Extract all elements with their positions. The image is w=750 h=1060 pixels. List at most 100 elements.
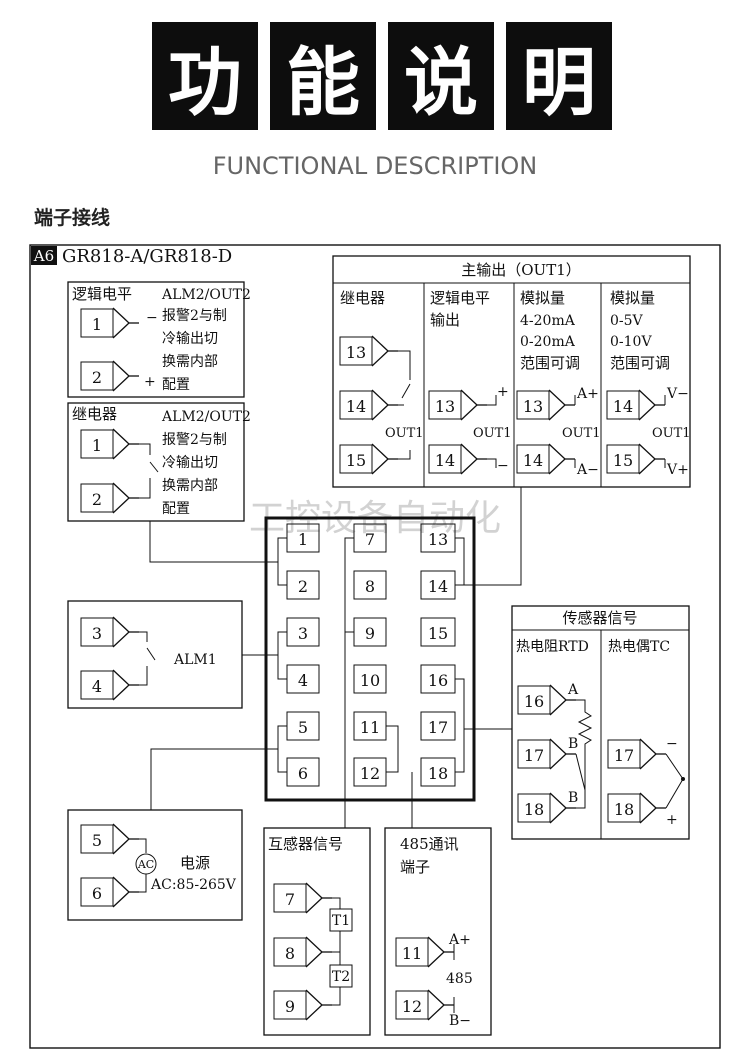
terminal-18: 18 (524, 800, 544, 819)
rs485-label: 485 (446, 971, 473, 987)
terminal-7: 7 (285, 890, 295, 909)
mo-analog-v-title-3: 0-10V (610, 334, 652, 350)
terminal-11: 11 (402, 944, 422, 963)
mo-analog-ma-out1: OUT1 (562, 426, 601, 441)
terminal-12: 12 (360, 764, 380, 783)
model-badge: A6 (33, 247, 54, 265)
terminal-9: 9 (285, 997, 295, 1016)
terminal-14: 14 (346, 397, 366, 416)
sensor-title: 传感器信号 (562, 609, 637, 627)
ct1-icon (329, 908, 353, 932)
ac-label: AC (137, 858, 154, 871)
rtd-a: A (567, 682, 579, 698)
mo-logic-title-1: 逻辑电平 (430, 289, 490, 307)
terminal-3: 3 (298, 624, 308, 643)
terminal-6: 6 (92, 884, 102, 903)
wire-out1 (464, 487, 522, 586)
outer-frame (29, 244, 721, 1049)
terminal-16: 16 (524, 692, 544, 711)
title-char-4: 明 (506, 22, 612, 130)
power-label: 电源 (180, 854, 210, 872)
thermocouple-junction (665, 753, 684, 809)
terminal-14: 14 (428, 577, 448, 596)
relay-desc-4: 换需内部 (162, 477, 218, 494)
relay-desc-1: ALM2/OUT2 (161, 409, 251, 425)
terminal-17: 17 (524, 746, 544, 765)
mo-analog-v-vplus: V+ (666, 462, 689, 478)
rs485-aplus: A+ (448, 932, 471, 948)
mo-logic-plus: + (497, 384, 509, 400)
terminal-8: 8 (365, 577, 375, 596)
terminal-6: 6 (298, 764, 308, 783)
tc-title: 热电偶TC (608, 639, 670, 655)
terminal-14: 14 (435, 451, 455, 470)
logic-level-block: 逻辑电平 ALM2/OUT2 报警2与制 冷输出切 换需内部 配置 1 2 − … (67, 281, 251, 398)
wire-power (150, 748, 278, 810)
logic-level-desc-2: 报警2与制 (162, 308, 227, 324)
terminal-17: 17 (614, 746, 634, 765)
logic-minus: − (146, 310, 158, 326)
sensor-block: 传感器信号 热电阻RTD 热电偶TC 16 17 18 A B B 17 18 … (511, 605, 690, 840)
terminal-8: 8 (285, 944, 295, 963)
mo-analog-ma-title-1: 模拟量 (520, 289, 565, 307)
terminal-1: 1 (298, 530, 308, 549)
rtd-b1: B (568, 736, 578, 752)
page-title: 功 能 说 明 (152, 22, 612, 132)
main-output-title: 主输出（OUT1） (461, 261, 581, 279)
power-block: 5 6 AC 电源 AC:85-265V (67, 809, 243, 921)
terminal-15: 15 (346, 451, 366, 470)
terminal-2: 2 (298, 577, 308, 596)
model-badge-bg (31, 246, 57, 265)
terminal-10: 10 (360, 671, 380, 690)
terminal-12: 12 (402, 997, 422, 1016)
ct2-icon (329, 964, 353, 988)
mo-analog-ma-title-4: 范围可调 (520, 354, 580, 372)
terminal-2: 2 (92, 490, 102, 509)
mo-analog-ma-aplus: A+ (576, 386, 599, 402)
rtd-title: 热电阻RTD (516, 639, 589, 655)
terminal-15: 15 (428, 624, 448, 643)
terminal-1: 1 (92, 315, 102, 334)
rtd-resistor (576, 699, 593, 809)
title-char-2: 能 (270, 22, 376, 130)
relay-block: 继电器 ALM2/OUT2 报警2与制 冷输出切 换需内部 配置 1 2 (67, 402, 251, 522)
relay-desc-2: 报警2与制 (162, 432, 227, 448)
power-spec: AC:85-265V (150, 877, 237, 893)
mo-analog-v-title-1: 模拟量 (610, 289, 655, 307)
ct-block: 互感器信号 7 8 9 T1 T2 (263, 827, 371, 1036)
rs485-block: 485通讯 端子 11 12 A+ 485 B− (384, 827, 492, 1036)
terminal-13: 13 (346, 343, 366, 362)
logic-level-desc-4: 换需内部 (162, 353, 218, 370)
mo-relay-title: 继电器 (340, 289, 385, 307)
title-char-3: 说 (388, 22, 494, 130)
terminal-block: 1 2 3 4 5 6 7 8 9 10 11 12 (264, 516, 476, 802)
terminal-1: 1 (92, 436, 102, 455)
rs485-bminus: B− (449, 1013, 471, 1029)
title-char-1: 功 (152, 22, 258, 130)
terminal-2: 2 (92, 368, 102, 387)
terminal-14: 14 (523, 451, 543, 470)
terminal-3: 3 (92, 624, 102, 643)
logic-level-desc-5: 配置 (162, 377, 190, 393)
mo-logic-minus: − (497, 458, 509, 474)
tc-minus: − (666, 736, 678, 752)
ct1-label: T1 (332, 913, 350, 929)
mo-analog-v-title-2: 0-5V (610, 313, 644, 329)
mo-analog-ma-aminus: A− (576, 462, 599, 478)
mo-analog-ma-title-2: 4-20mA (520, 313, 576, 329)
terminal-15: 15 (613, 451, 633, 470)
wire-relay-to-block (149, 521, 278, 563)
mo-logic-title-2: 输出 (430, 311, 460, 329)
relay-desc-5: 配置 (162, 501, 190, 517)
model-name: GR818-A/GR818-D (62, 246, 232, 267)
terminal-16: 16 (428, 671, 448, 690)
relay-title: 继电器 (72, 405, 117, 423)
section-heading: 端子接线 (34, 207, 111, 229)
main-output-block: 主输出（OUT1） 继电器 13 14 15 OUT1 逻辑电平 输出 13 1… (332, 255, 691, 488)
terminal-14: 14 (613, 397, 633, 416)
logic-level-title: 逻辑电平 (72, 285, 132, 303)
ct-title: 互感器信号 (268, 835, 343, 853)
terminal-13: 13 (428, 530, 448, 549)
terminal-17: 17 (428, 718, 448, 737)
mo-relay-out1: OUT1 (385, 426, 424, 441)
